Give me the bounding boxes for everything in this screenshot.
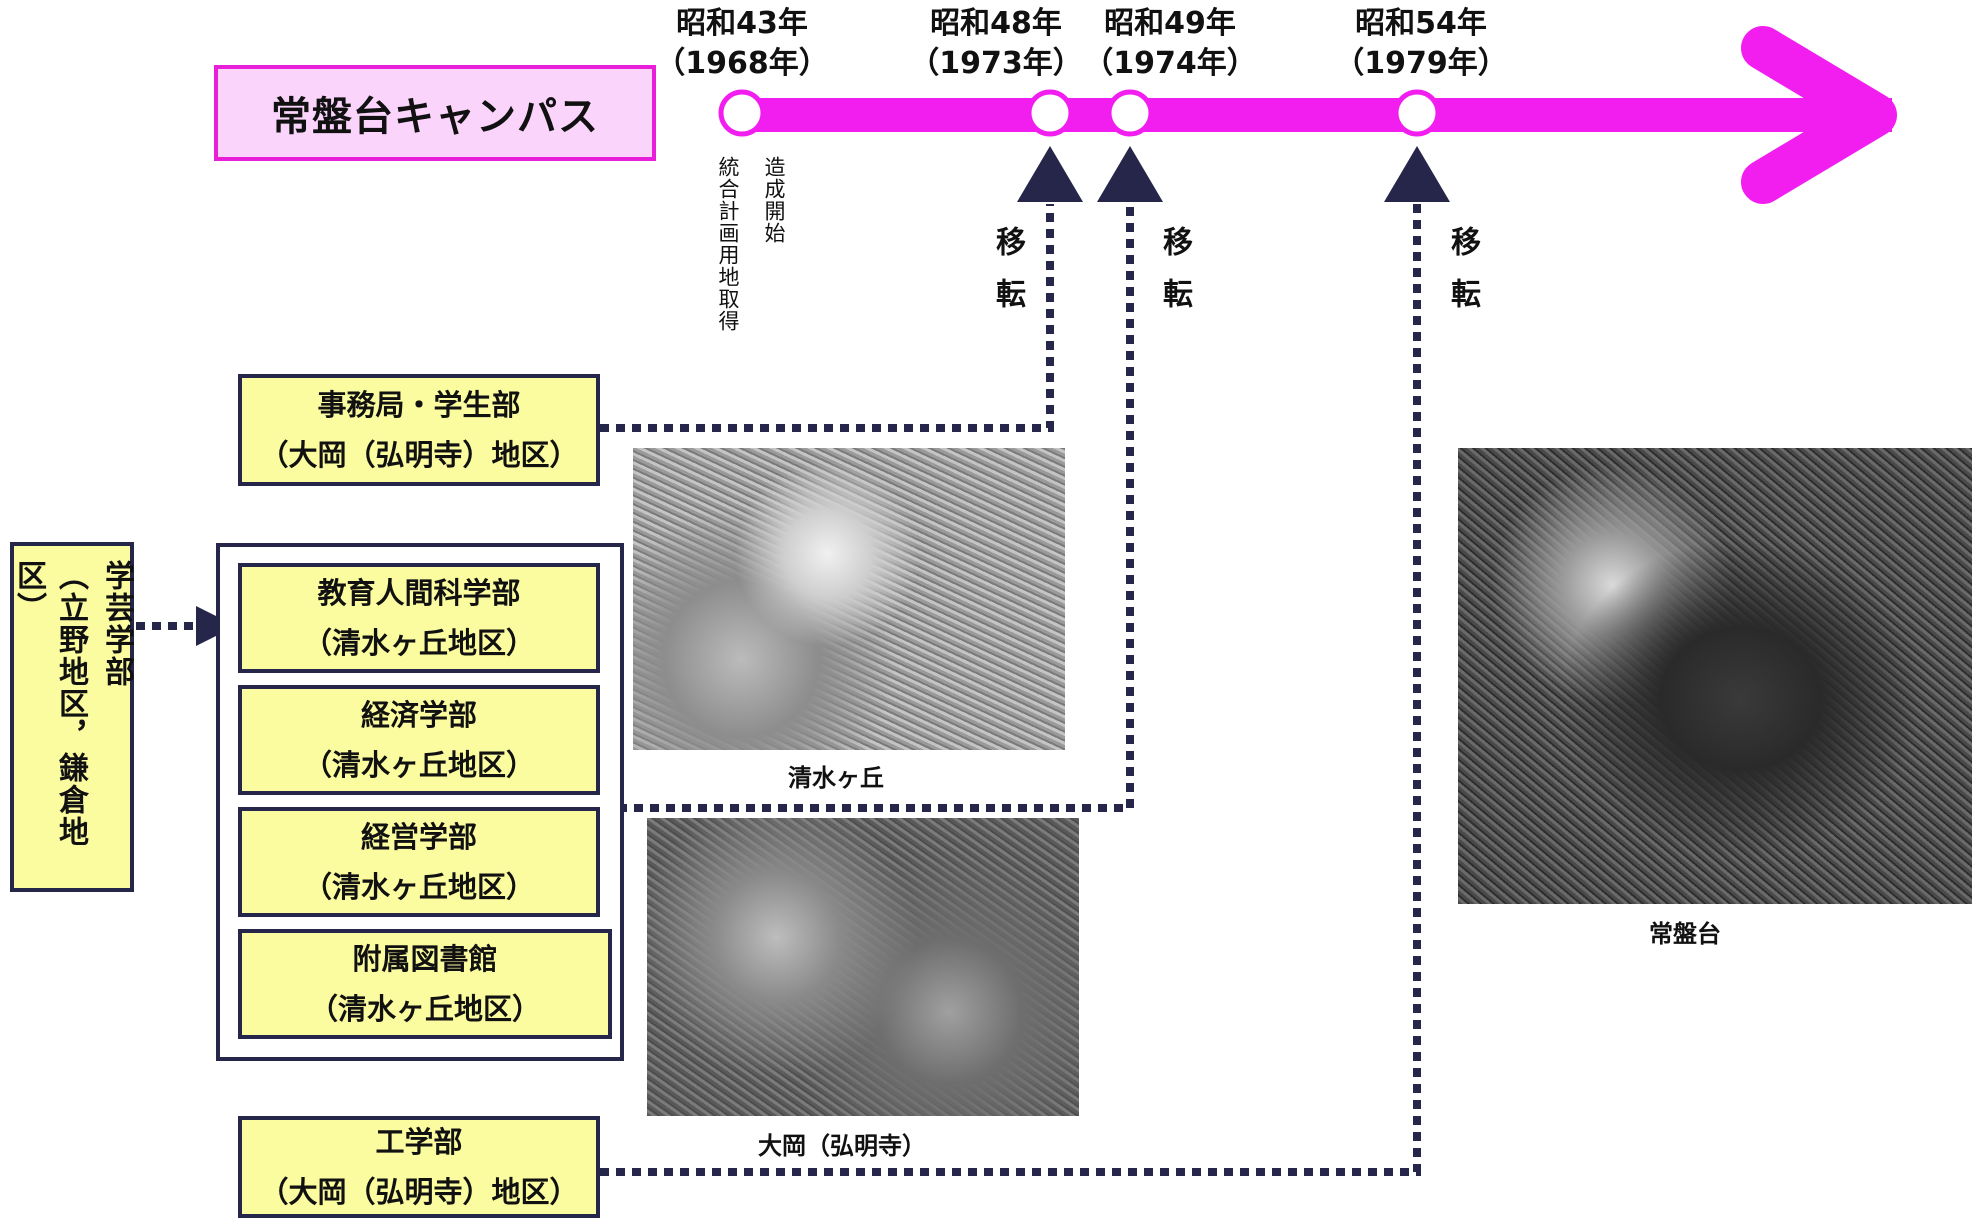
western-year-label: （1973年）: [909, 46, 1083, 81]
connector-1979: [600, 204, 1421, 1176]
connector-1974: [618, 204, 1134, 812]
unit-area: （清水ヶ丘地区）: [308, 992, 541, 1026]
gakugei-name: 学芸学部: [99, 560, 134, 688]
milestone-1973: [1026, 89, 1074, 137]
move-arrowhead-1974: [1097, 146, 1163, 202]
unit-name: 工学部: [375, 1125, 463, 1159]
era-label: 昭和48年: [930, 6, 1062, 41]
unit-box-keiei: 経営学部 （清水ヶ丘地区）: [238, 807, 600, 917]
unit-name: 事務局・学生部: [317, 388, 521, 422]
photo-tokiwadai: [1458, 448, 1972, 904]
western-year-label: （1974年）: [1083, 46, 1257, 81]
unit-area: （清水ヶ丘地区）: [302, 748, 535, 782]
photo-caption-ooka: 大岡（弘明寺）: [758, 1132, 926, 1160]
move-label-1973: 移転: [990, 226, 1025, 330]
unit-area: （清水ヶ丘地区）: [302, 626, 535, 660]
unit-box-kyoiku: 教育人間科学部 （清水ヶ丘地区）: [238, 563, 600, 673]
move-arrowhead-1973: [1017, 146, 1083, 202]
era-label: 昭和49年: [1104, 6, 1236, 41]
unit-box-jimukyoku: 事務局・学生部 （大岡（弘明寺）地区）: [238, 374, 600, 486]
gakugei-area: （立野地区，鎌倉地区）: [11, 560, 88, 848]
unit-name: 経済学部: [360, 698, 477, 732]
photo-caption-shimizugaoka: 清水ヶ丘: [788, 764, 884, 792]
campus-title-box: 常盤台キャンパス: [214, 65, 656, 161]
year-label-1968: 昭和43年 （1968年）: [642, 4, 842, 84]
era-label: 昭和54年: [1355, 6, 1487, 41]
photo-caption-tokiwadai: 常盤台: [1649, 920, 1721, 948]
unit-area: （清水ヶ丘地区）: [302, 870, 535, 904]
unit-box-keizai: 経済学部 （清水ヶ丘地区）: [238, 685, 600, 795]
timeline-bar: [742, 98, 1892, 132]
unit-area: （大岡（弘明寺）地区）: [259, 438, 579, 472]
note-zosei-kaishi: 造成開始: [762, 156, 786, 244]
era-label: 昭和43年: [676, 6, 808, 41]
unit-box-gakugei: 学芸学部 （立野地区，鎌倉地区）: [10, 542, 134, 892]
timeline-arrowhead: [1741, 26, 1897, 204]
milestone-1974: [1106, 89, 1154, 137]
unit-name: 附属図書館: [352, 942, 498, 976]
move-arrowhead-1979: [1384, 146, 1450, 202]
western-year-label: （1968年）: [655, 46, 829, 81]
connector-1973: [600, 204, 1054, 432]
year-label-1973: 昭和48年 （1973年）: [896, 4, 1096, 84]
unit-name: 教育人間科学部: [317, 576, 521, 610]
year-label-1974: 昭和49年 （1974年）: [1070, 4, 1270, 84]
campus-title: 常盤台キャンパス: [271, 94, 599, 140]
move-label-1979: 移転: [1445, 226, 1480, 330]
unit-box-kogaku: 工学部 （大岡（弘明寺）地区）: [238, 1116, 600, 1218]
photo-shimizugaoka: [633, 448, 1065, 750]
unit-area: （大岡（弘明寺）地区）: [259, 1175, 579, 1209]
milestone-1979: [1393, 89, 1441, 137]
photo-ooka: [647, 818, 1079, 1116]
unit-box-library: 附属図書館 （清水ヶ丘地区）: [238, 929, 612, 1039]
move-label-1974: 移転: [1157, 226, 1192, 330]
year-label-1979: 昭和54年 （1979年）: [1321, 4, 1521, 84]
milestone-1968: [718, 89, 766, 137]
unit-name: 経営学部: [360, 820, 477, 854]
note-yochi-shutoku: 統合計画用地取得: [716, 156, 740, 332]
western-year-label: （1979年）: [1334, 46, 1508, 81]
